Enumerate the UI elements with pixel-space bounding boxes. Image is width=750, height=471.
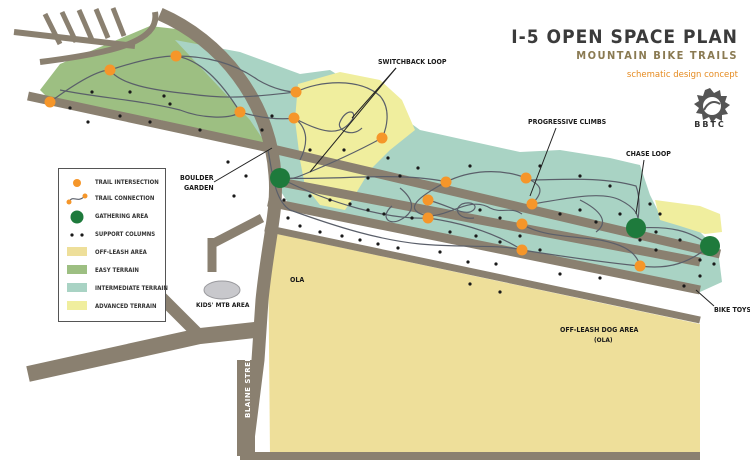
legend-row-support-columns: SUPPORT COLUMNS bbox=[65, 227, 155, 241]
map-legend: TRAIL INTERSECTION TRAIL CONNECTION GATH… bbox=[58, 168, 168, 322]
legend-row-intermediate: INTERMEDIATE TERRAIN bbox=[65, 281, 168, 295]
off-leash-area-label-line2: (OLA) bbox=[594, 336, 613, 344]
legend-row-trail-connection: TRAIL CONNECTION bbox=[65, 191, 154, 205]
map-subtitle: MOUNTAIN BIKE TRAILS bbox=[576, 49, 738, 62]
off-leash-area-label-line1: OFF-LEASH DOG AREA bbox=[560, 326, 639, 334]
map-note: schematic design concept bbox=[626, 70, 738, 80]
blaine-street-label: BLAINE STREET bbox=[244, 351, 252, 418]
off-leash-area-zone bbox=[268, 232, 700, 456]
title-block: I-5 OPEN SPACE PLAN MOUNTAIN BIKE TRAILS… bbox=[511, 26, 738, 80]
callout-leaders bbox=[213, 67, 715, 307]
trail-connection-icon bbox=[65, 191, 89, 205]
bbtc-logo-text: BBTC bbox=[694, 120, 726, 129]
bbtc-logo-icon bbox=[694, 88, 730, 123]
intersection-icon bbox=[65, 175, 89, 189]
legend-row-off-leash: OFF-LEASH AREA bbox=[65, 245, 147, 259]
boulder-garden-label-line2: GARDEN bbox=[184, 184, 214, 192]
intermediate-swatch bbox=[65, 281, 89, 295]
ola-label: OLA bbox=[290, 276, 304, 284]
progressive-climbs-label: PROGRESSIVE CLIMBS bbox=[528, 118, 607, 126]
easy-swatch bbox=[65, 263, 89, 277]
support-columns-icon bbox=[65, 227, 89, 241]
legend-row-intersection: TRAIL INTERSECTION bbox=[65, 175, 159, 189]
advanced-terrain-zone-east bbox=[655, 200, 722, 234]
bike-toys-label: BIKE TOYS bbox=[714, 306, 750, 314]
kids-mtb-area bbox=[203, 280, 241, 300]
easy-terrain-zone bbox=[40, 26, 270, 150]
gathering-areas bbox=[270, 168, 720, 256]
support-columns bbox=[68, 90, 716, 294]
legend-row-advanced: ADVANCED TERRAIN bbox=[65, 299, 157, 313]
kids-mtb-area-label: KIDS' MTB AREA bbox=[196, 301, 250, 309]
legend-row-gathering-area: GATHERING AREA bbox=[65, 209, 148, 224]
gathering-area-icon bbox=[65, 209, 89, 224]
trail-intersections bbox=[44, 50, 646, 272]
advanced-swatch bbox=[65, 299, 89, 313]
boulder-garden-label-line1: BOULDER bbox=[180, 174, 214, 182]
chase-loop-label: CHASE LOOP bbox=[626, 150, 671, 158]
legend-row-easy: EASY TERRAIN bbox=[65, 263, 139, 277]
advanced-terrain-zone bbox=[295, 72, 415, 210]
switchback-loop-label: SWITCHBACK LOOP bbox=[378, 58, 447, 66]
off-leash-swatch bbox=[65, 245, 89, 259]
map-title: I-5 OPEN SPACE PLAN bbox=[511, 26, 738, 48]
